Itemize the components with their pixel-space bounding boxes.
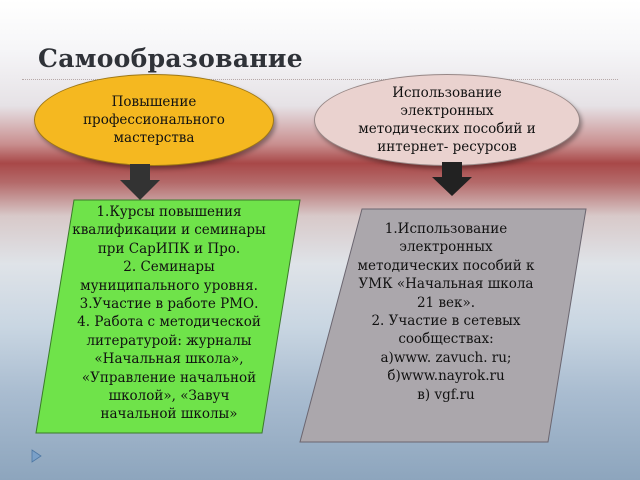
- slide-title: Самообразование: [38, 44, 303, 73]
- right-box: [299, 208, 587, 443]
- left-down-arrow-icon: [120, 164, 160, 200]
- left-ellipse-text: Повышение профессионального мастерства: [83, 94, 225, 146]
- play-triangle-icon[interactable]: [30, 449, 42, 463]
- title-divider: [22, 79, 618, 80]
- right-ellipse-text: Использование электронных методических п…: [358, 85, 536, 155]
- left-box-text: 1.Курсы повышения квалификации и семинар…: [72, 204, 266, 423]
- left-box: [35, 199, 301, 434]
- right-box-text: 1.Использование электронных методических…: [357, 221, 535, 403]
- right-down-arrow-icon: [432, 162, 472, 196]
- left-ellipse: Повышение профессионального мастерства: [34, 74, 274, 166]
- right-ellipse: Использование электронных методических п…: [314, 74, 580, 166]
